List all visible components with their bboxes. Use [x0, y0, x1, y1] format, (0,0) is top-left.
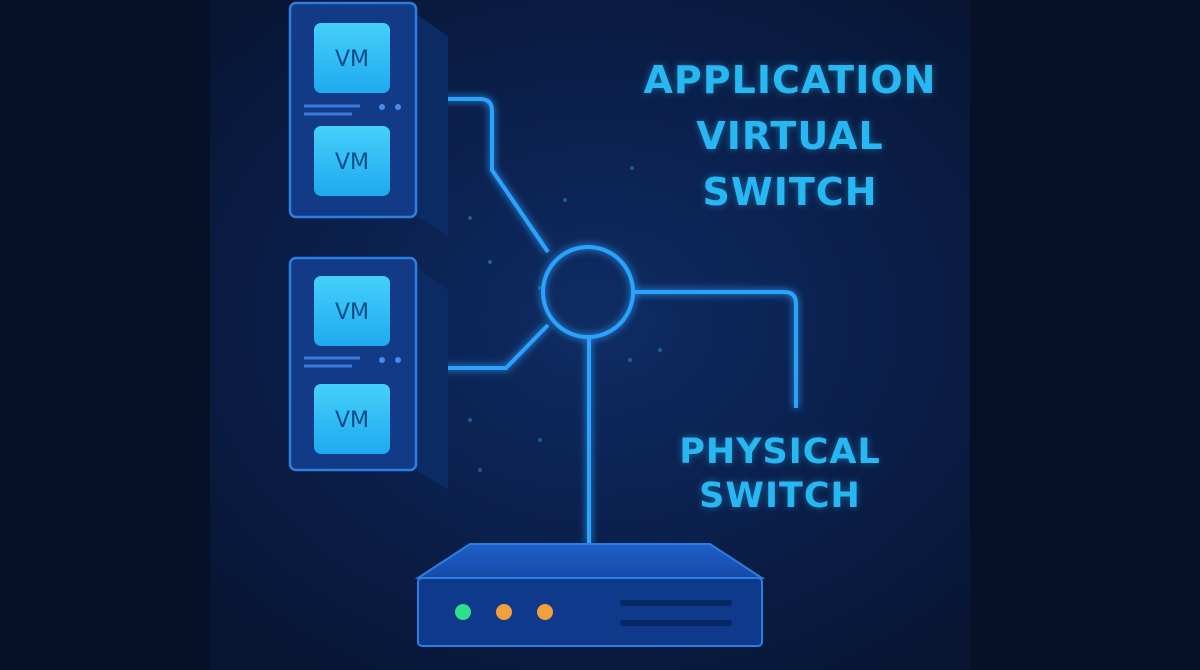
vm-label: VM — [335, 150, 369, 175]
host-server-1: VM VM — [288, 1, 448, 236]
application-virtual-switch-label: APPLICATION VIRTUAL SWITCH — [640, 52, 940, 220]
vm-label: VM — [335, 47, 369, 72]
vm-label: VM — [335, 300, 369, 325]
status-led — [537, 604, 553, 620]
left-backdrop — [0, 0, 210, 670]
status-led — [496, 604, 512, 620]
vent-slot — [620, 600, 732, 606]
vm-box — [314, 276, 390, 346]
status-led — [455, 604, 471, 620]
caption-line: SWITCH — [699, 476, 861, 516]
vm-box — [314, 384, 390, 454]
line-switch-to-right — [634, 290, 798, 408]
caption-line: APPLICATION — [643, 58, 937, 102]
vm-label: VM — [335, 408, 369, 433]
caption-line: PHYSICAL — [679, 432, 881, 472]
physical-switch-device — [414, 543, 766, 647]
vm-box — [314, 126, 390, 196]
right-backdrop — [970, 0, 1200, 670]
vm-box — [314, 23, 390, 93]
caption-line: VIRTUAL — [696, 114, 884, 158]
host-server-2: VM VM — [288, 256, 448, 490]
caption-line: SWITCH — [702, 170, 878, 214]
background-dots — [468, 166, 662, 472]
line-host1-to-switch — [416, 97, 550, 254]
vent-slot — [620, 620, 732, 626]
virtual-switch-node — [541, 245, 635, 339]
physical-switch-label: PHYSICAL SWITCH — [660, 430, 900, 518]
